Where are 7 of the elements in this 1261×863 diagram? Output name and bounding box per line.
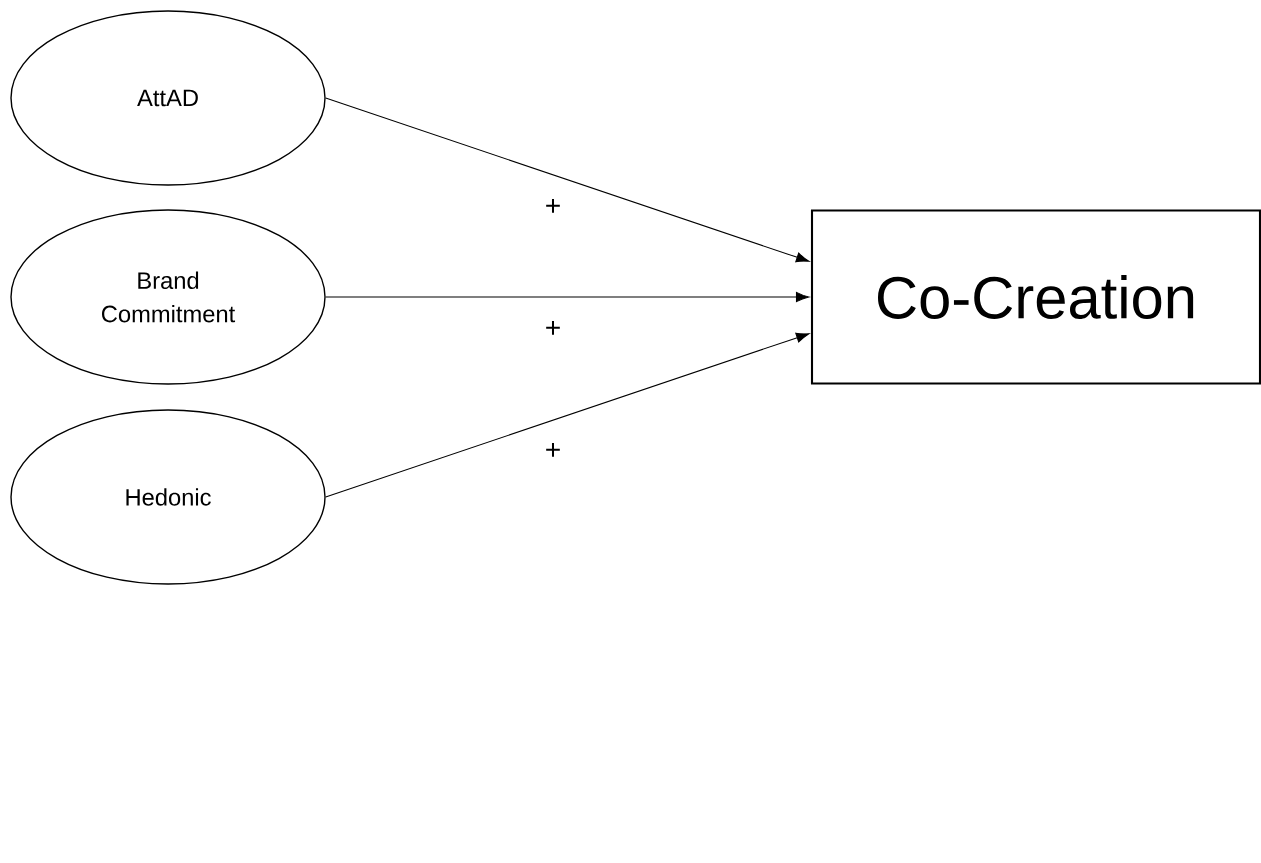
arrow: [325, 97, 810, 263]
edge-label: +: [543, 319, 563, 339]
concept-box: Co-Creation: [810, 209, 1261, 385]
edge-label: +: [543, 197, 563, 217]
edge-label: +: [543, 441, 563, 461]
arrow: [325, 291, 810, 303]
arrow: [325, 332, 810, 498]
